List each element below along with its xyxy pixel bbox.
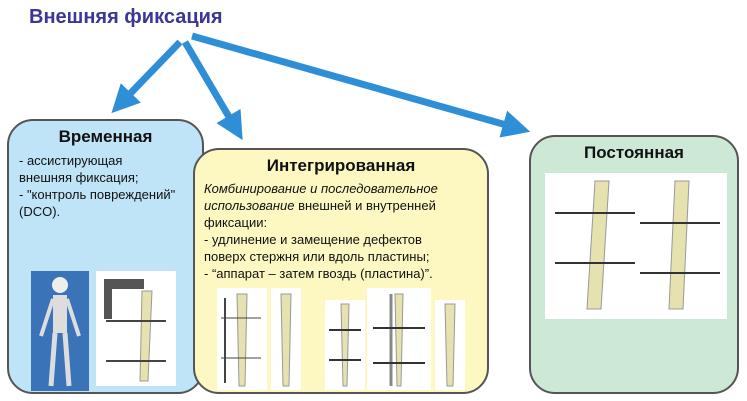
integrated-box: Интегрированная Комбинирование и последо… [193,148,489,394]
arrow-to-permanent [191,32,531,138]
slide-title: Внешняя фиксация [29,6,223,28]
temporary-box: Временная - ассистирующая внешняя фиксац… [7,119,204,394]
bone-image-2 [435,300,465,390]
text-line: - “аппарат – затем гвоздь (пластина)”. [204,266,433,281]
italic-text: Комбинирование и последовательное [204,181,438,196]
text-line: - удлинение и замещение дефектов [204,232,422,247]
fixator-image-4 [545,173,727,319]
text-line: - ассистирующая [19,153,123,168]
bone-image-1 [271,288,301,390]
text-line: поверх стержня или вдоль пластины; [204,249,430,264]
arrow-to-integrated [181,40,243,141]
text-line: - "контроль повреждений" [19,187,176,202]
text-line: (DCO). [19,204,61,219]
fixator-image-2 [325,300,365,390]
fixator-image-1 [217,288,267,390]
arrow-to-temporary [111,39,183,114]
integrated-heading: Интегрированная [266,156,416,175]
temporary-text: - ассистирующая внешняя фиксация; - "кон… [19,152,175,220]
integrated-text: Комбинирование и последовательное исполь… [204,180,438,282]
text-line: внешняя фиксация; [19,170,139,185]
text-line: фиксации: [204,215,268,230]
permanent-heading: Постоянная [584,143,684,162]
text-line: внешней и внутренней [294,198,436,213]
fixator-image [96,271,176,386]
permanent-box: Постоянная [529,135,739,394]
italic-text: использование [204,198,295,213]
skeleton-image [31,271,89,391]
temporary-heading: Временная [58,127,153,146]
fixator-image-3 [367,288,431,390]
